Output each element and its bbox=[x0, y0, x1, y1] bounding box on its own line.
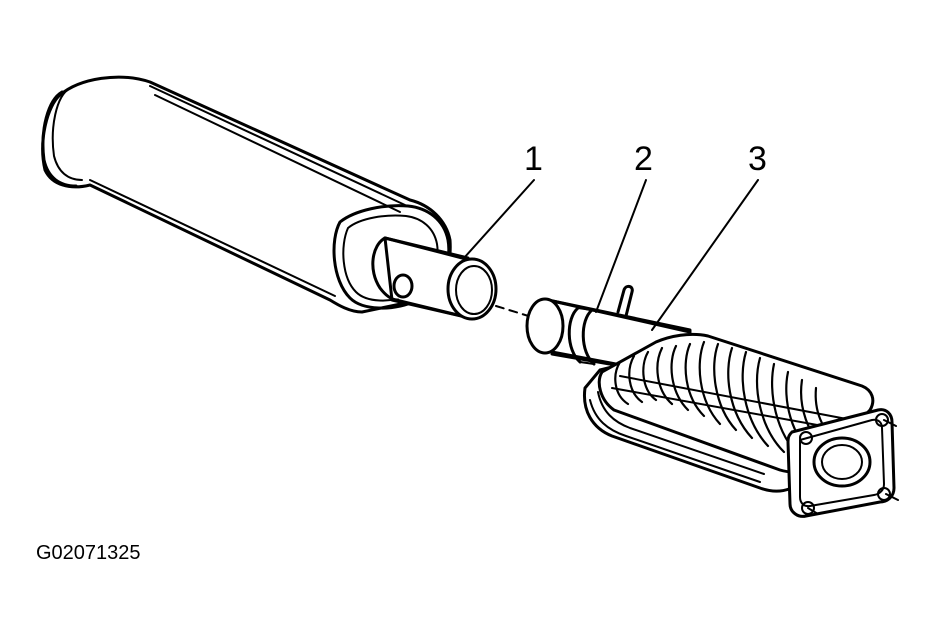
pipe-clamp bbox=[567, 284, 634, 366]
converter-flange bbox=[786, 408, 899, 518]
figure-code: G02071325 bbox=[36, 542, 141, 564]
muffler bbox=[41, 75, 452, 314]
outlet-pipe bbox=[371, 236, 498, 321]
callout-1-leader bbox=[463, 179, 535, 259]
callout-3-leader bbox=[651, 179, 759, 331]
callout-3-number: 3 bbox=[748, 140, 767, 178]
callout-2-number: 2 bbox=[634, 140, 653, 178]
callout-2-leader bbox=[595, 179, 647, 313]
callout-1-number: 1 bbox=[524, 140, 543, 178]
